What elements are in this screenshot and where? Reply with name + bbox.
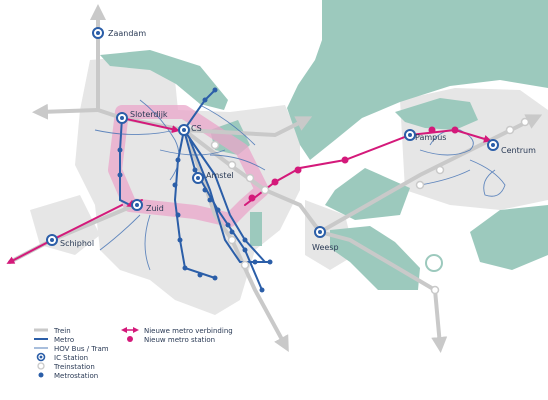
svg-text:IC Station: IC Station xyxy=(54,354,88,362)
label-amstel: Amstel xyxy=(206,171,234,180)
label-cs: CS xyxy=(191,124,202,133)
legend-item-trein-station: Treinstation xyxy=(37,362,95,371)
legend-item-metrostation: Metrostation xyxy=(38,372,98,380)
svg-text:Trein: Trein xyxy=(53,327,71,335)
svg-text:Metro: Metro xyxy=(54,336,74,344)
legend-item-trein: Trein xyxy=(34,327,71,335)
svg-text:Treinstation: Treinstation xyxy=(53,363,95,371)
legend-item-ic: IC Station xyxy=(36,352,88,362)
legend-item-nieuwe-verbinding: Nieuwe metro verbinding xyxy=(121,327,233,335)
svg-text:HOV Bus / Tram: HOV Bus / Tram xyxy=(54,345,109,353)
label-centrum: Centrum xyxy=(501,146,536,155)
label-zuid: Zuid xyxy=(146,204,164,213)
svg-text:Nieuw metro station: Nieuw metro station xyxy=(144,336,215,344)
legend: Trein Metro HOV Bus / Tram IC Station Tr… xyxy=(34,327,233,380)
svg-text:Nieuwe metro verbinding: Nieuwe metro verbinding xyxy=(144,327,233,335)
label-schiphol: Schiphol xyxy=(60,239,94,248)
bus-lines xyxy=(94,99,506,271)
legend-item-hov: HOV Bus / Tram xyxy=(34,345,109,353)
label-zaandam: Zaandam xyxy=(108,29,146,38)
train-stations xyxy=(210,117,530,295)
legend-item-metro: Metro xyxy=(34,336,74,344)
new-metro-stations xyxy=(248,126,459,202)
svg-text:Metrostation: Metrostation xyxy=(54,372,98,380)
label-weesp: Weesp xyxy=(312,243,339,252)
metro-stations xyxy=(117,87,273,293)
water-areas xyxy=(100,0,548,290)
label-sloterdijk: Sloterdijk xyxy=(130,110,168,119)
label-pampus: Pampus xyxy=(415,133,446,142)
legend-item-nieuw-station: Nieuw metro station xyxy=(127,336,215,344)
ic-station-cores xyxy=(50,31,495,242)
